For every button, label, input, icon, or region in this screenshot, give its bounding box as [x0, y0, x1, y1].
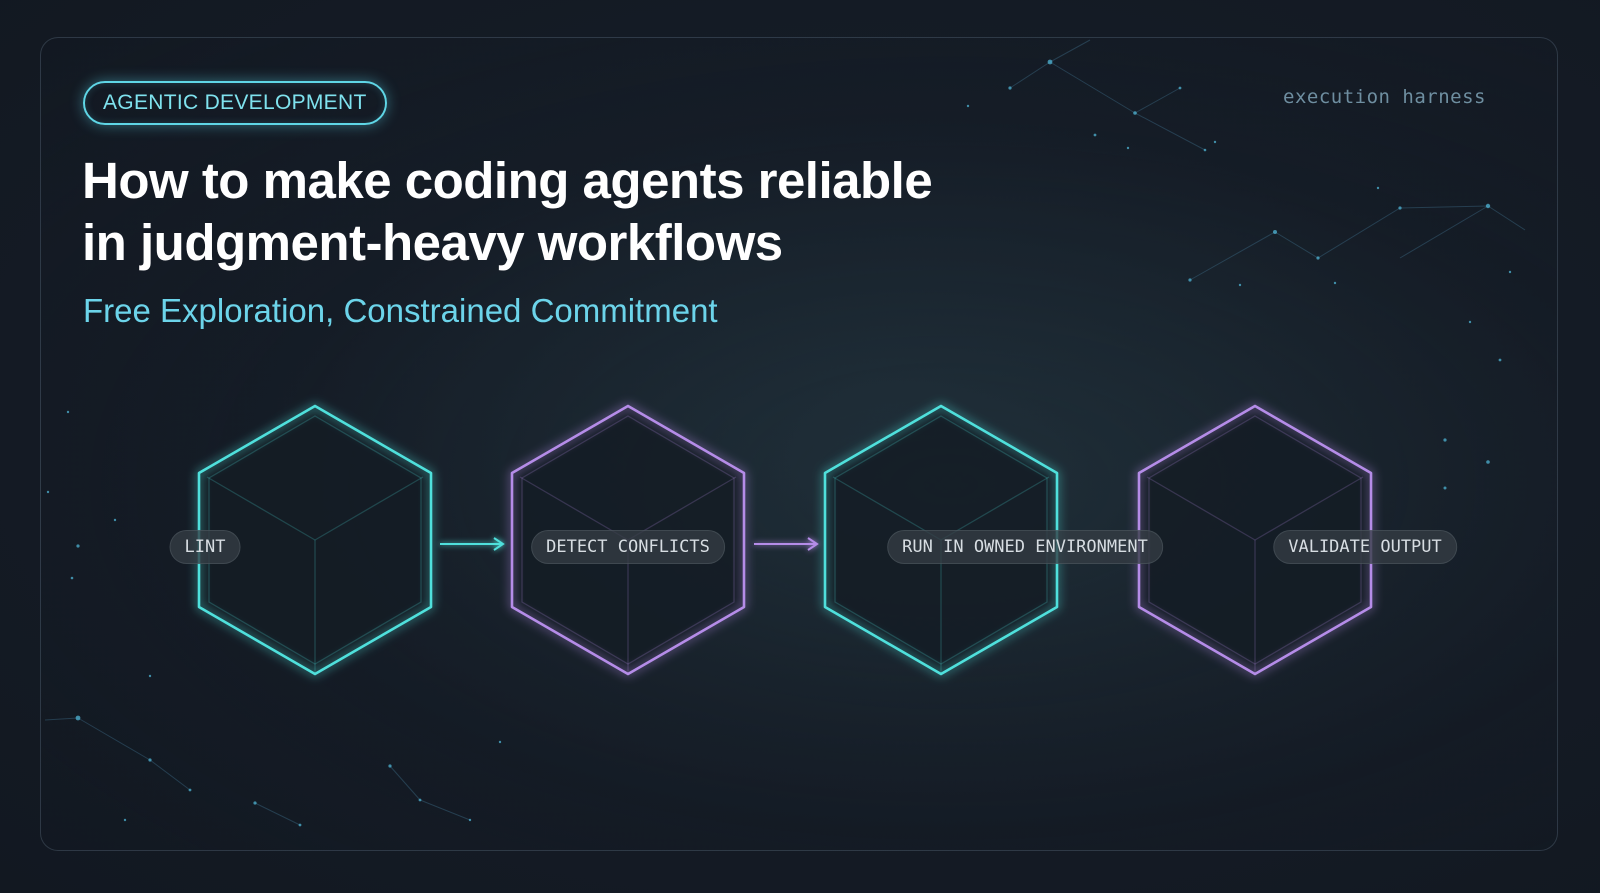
network-line	[1399, 205, 1489, 209]
cube-outline	[197, 404, 433, 676]
network-line	[389, 765, 421, 801]
category-badge: AGENTIC DEVELOPMENT	[83, 81, 387, 125]
network-node	[1178, 86, 1182, 90]
network-node	[253, 801, 257, 805]
network-node	[418, 798, 422, 802]
cube-inner-edges	[206, 415, 424, 674]
network-node	[1047, 59, 1053, 65]
cube-edge	[1146, 476, 1256, 541]
network-node	[1443, 438, 1447, 442]
network-node	[1498, 358, 1502, 362]
page-title: How to make coding agents reliable in ju…	[82, 150, 1082, 274]
step-label-validate-output: VALIDATE OUTPUT	[1273, 530, 1457, 564]
network-node	[46, 490, 50, 494]
cube-inner-outline	[834, 415, 1048, 665]
arrow-head	[493, 537, 505, 551]
cube-inner-outline	[521, 415, 735, 665]
network-node	[1238, 283, 1242, 287]
arrow-head	[807, 537, 819, 551]
corner-label: execution harness	[1283, 86, 1486, 108]
network-node	[1213, 140, 1217, 144]
cube-edge	[627, 476, 737, 541]
arrow-1	[440, 537, 505, 551]
network-node	[1376, 186, 1380, 190]
cube-1	[197, 404, 433, 676]
network-node	[75, 715, 81, 721]
network-line	[1189, 231, 1276, 281]
network-node	[148, 674, 152, 678]
step-label-run-in-owned-environment: RUN IN OWNED ENVIRONMENT	[887, 530, 1163, 564]
network-node	[188, 788, 192, 792]
network-node	[1486, 460, 1490, 464]
network-line	[419, 799, 471, 821]
network-node	[1188, 278, 1192, 282]
network-node	[966, 104, 970, 108]
network-node	[1203, 148, 1207, 152]
cube-outline	[510, 404, 746, 676]
network-line	[77, 717, 151, 761]
network-node	[1133, 111, 1137, 115]
network-node	[148, 758, 152, 762]
network-node	[1468, 320, 1472, 324]
cube-4	[1137, 404, 1373, 676]
cube-edge	[832, 476, 942, 541]
network-line	[1049, 61, 1136, 114]
network-line	[1009, 61, 1051, 89]
network-line	[1049, 39, 1091, 63]
cube-face	[1139, 406, 1371, 674]
network-node	[1508, 270, 1512, 274]
cube-inner-outline	[208, 415, 422, 665]
network-line	[254, 802, 301, 826]
cube-inner-outline	[1148, 415, 1362, 665]
network-node	[1443, 486, 1447, 490]
network-line	[1487, 205, 1526, 231]
cube-edge	[519, 476, 629, 541]
arrow-2	[754, 537, 819, 551]
cube-face	[199, 406, 431, 674]
network-line	[149, 759, 191, 791]
cube-edge	[940, 476, 1050, 541]
network-node	[498, 740, 502, 744]
network-node	[1126, 146, 1130, 150]
title-line-1: How to make coding agents reliable	[82, 152, 933, 209]
network-node	[388, 764, 392, 768]
network-node	[1316, 256, 1320, 260]
title-line-2: in judgment-heavy workflows	[82, 214, 783, 271]
network-node	[468, 818, 472, 822]
cube-inner-edges	[1146, 415, 1364, 674]
step-label-detect-conflicts: DETECT CONFLICTS	[531, 530, 725, 564]
network-node	[113, 518, 117, 522]
page-subtitle: Free Exploration, Constrained Commitment	[83, 292, 718, 329]
cube-outline	[823, 404, 1059, 676]
network-node	[1333, 281, 1337, 285]
network-node	[70, 576, 74, 580]
cube-outline	[1137, 404, 1373, 676]
network-node	[1398, 206, 1402, 210]
network-node	[1093, 133, 1097, 137]
network-line	[1134, 112, 1206, 151]
network-line	[1399, 205, 1489, 259]
network-line	[44, 717, 79, 721]
cube-edge	[206, 476, 316, 541]
step-label-lint: LINT	[169, 530, 241, 564]
network-line	[1134, 87, 1181, 114]
network-node	[1273, 230, 1277, 234]
cube-edge	[1254, 476, 1364, 541]
network-line	[1317, 207, 1401, 259]
network-node	[76, 544, 80, 548]
network-node	[1485, 203, 1491, 209]
cube-edge	[314, 476, 424, 541]
network-node	[1008, 86, 1012, 90]
network-node	[298, 823, 302, 827]
network-node	[123, 818, 127, 822]
network-line	[1274, 231, 1319, 259]
network-node	[66, 410, 70, 414]
